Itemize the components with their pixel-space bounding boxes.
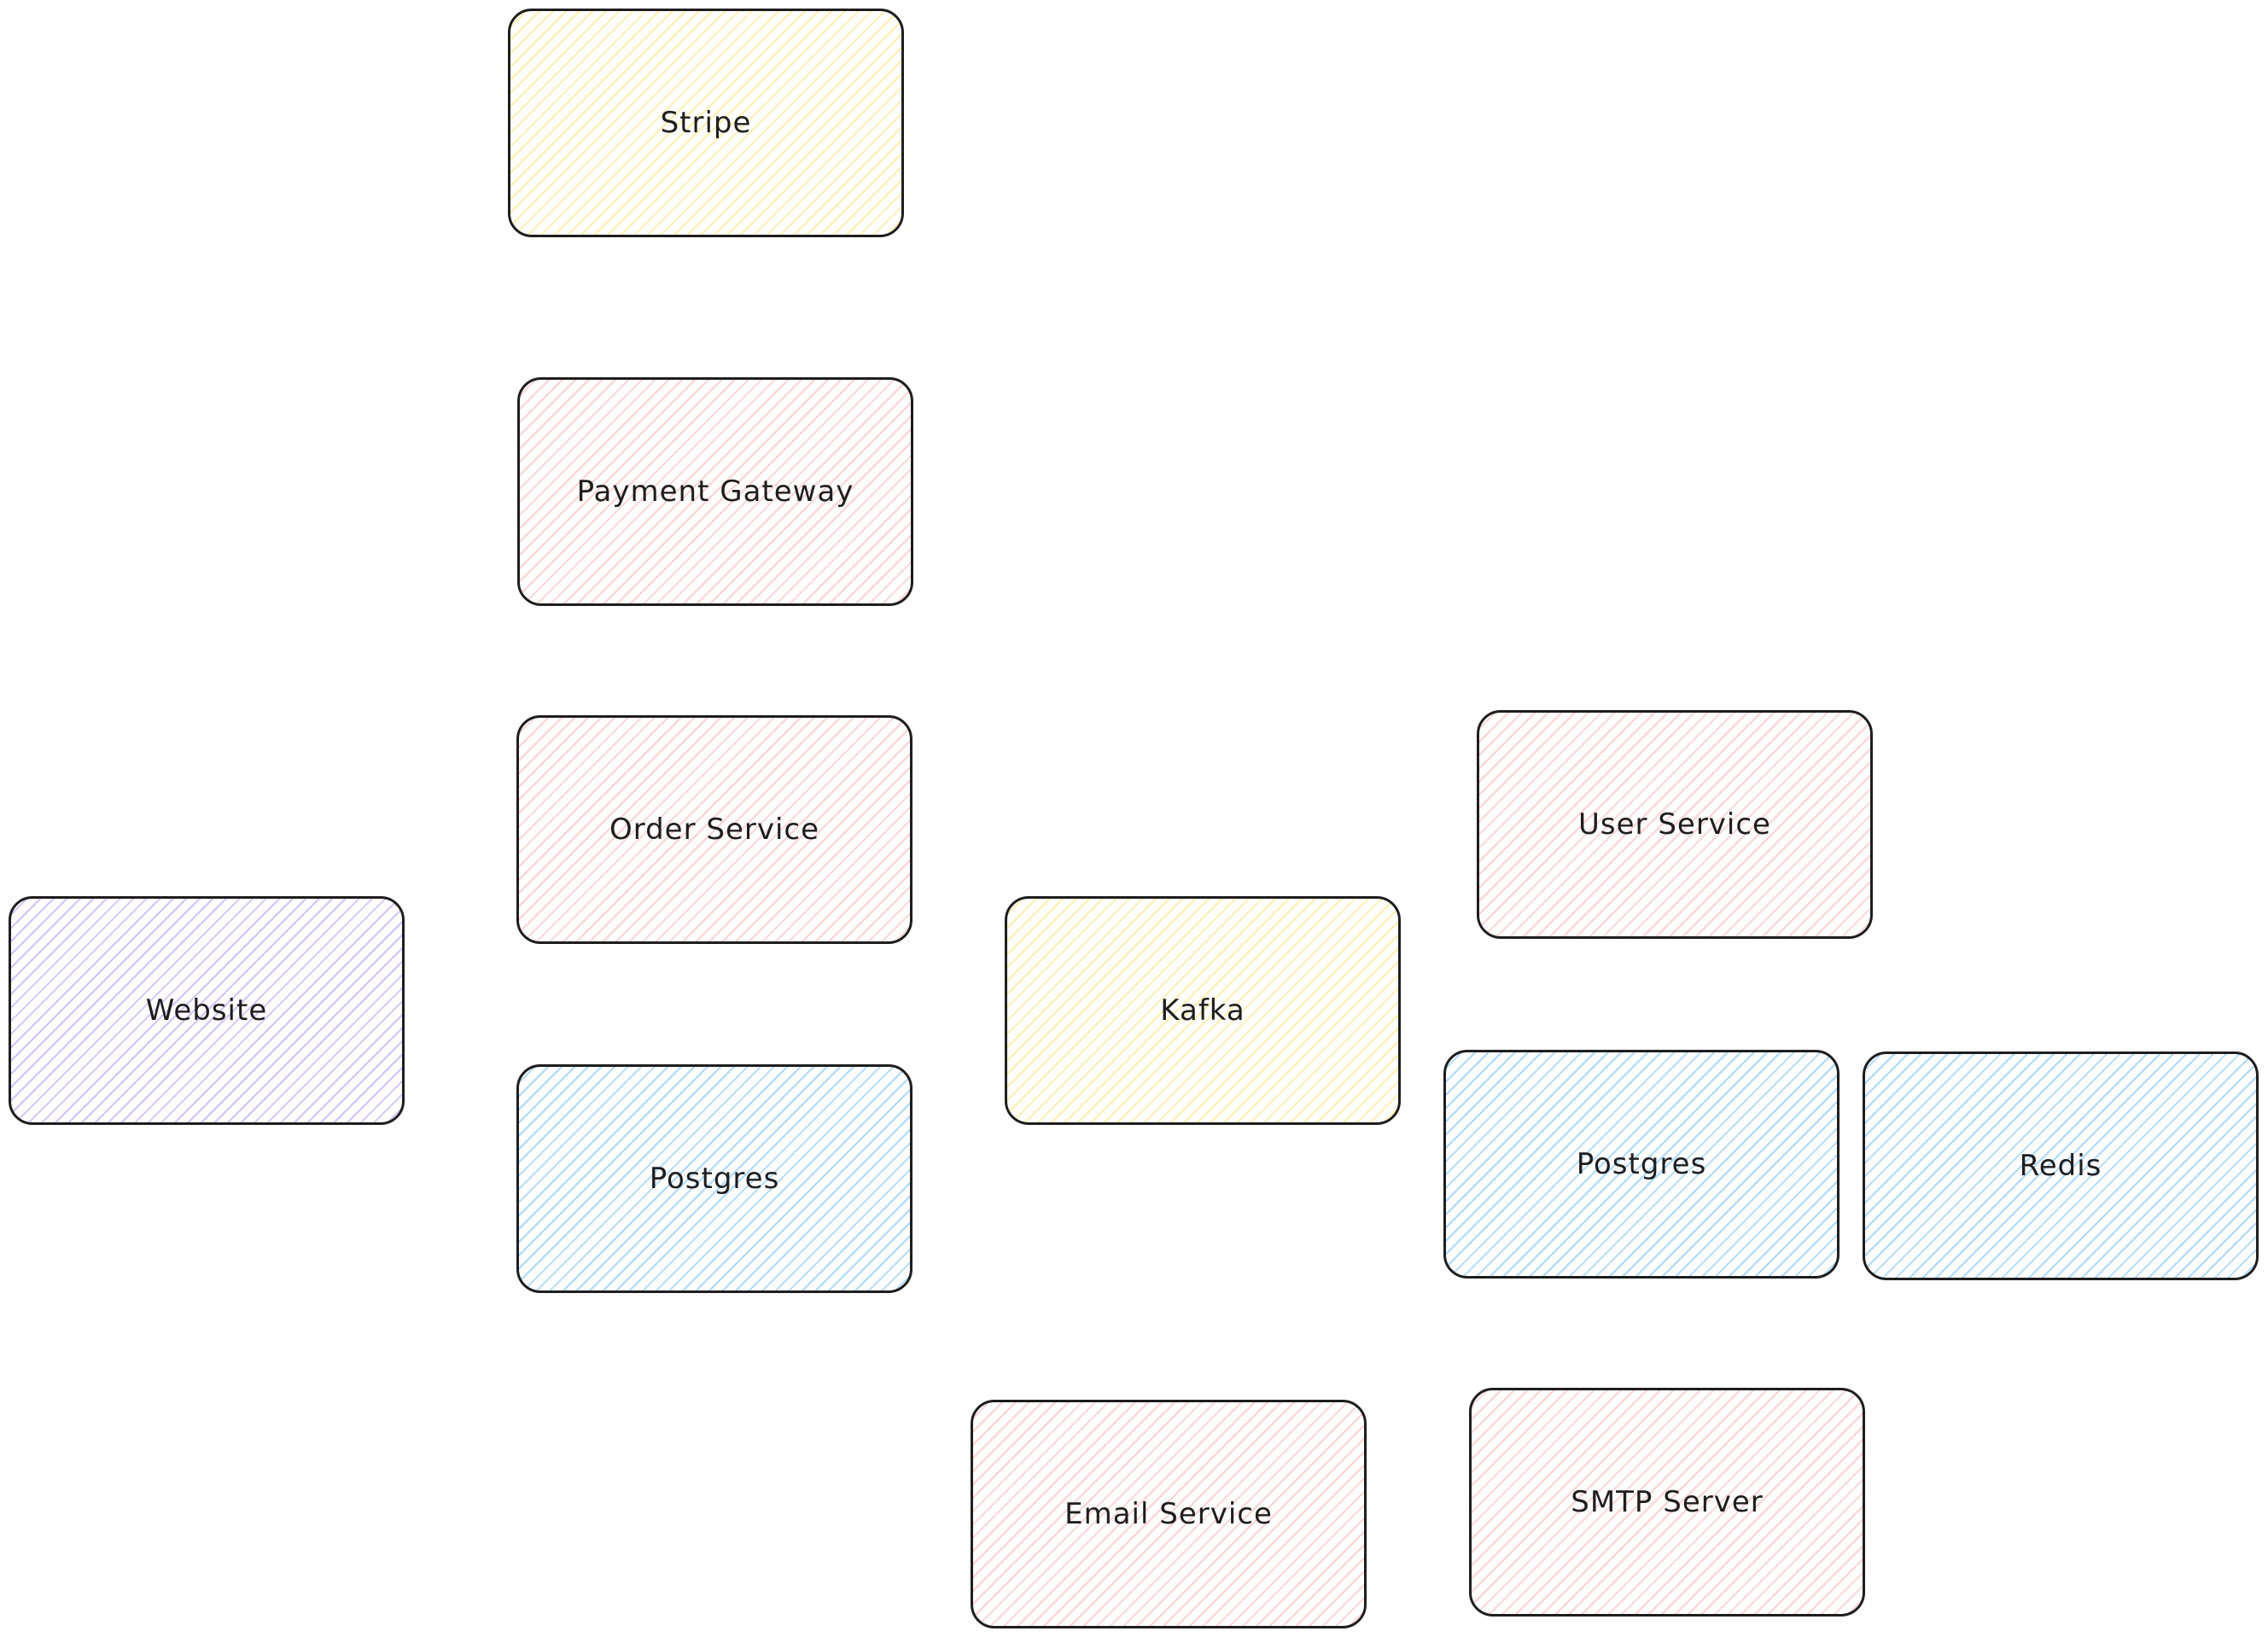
node-website[interactable]: Website [9, 896, 405, 1125]
node-postgres-users[interactable]: Postgres [1443, 1050, 1839, 1279]
node-redis[interactable]: Redis [1863, 1052, 2259, 1280]
node-stripe[interactable]: Stripe [508, 9, 904, 237]
node-label: Order Service [609, 813, 820, 847]
node-user-service[interactable]: User Service [1477, 710, 1873, 939]
node-label: Kafka [1160, 993, 1245, 1028]
node-order-service[interactable]: Order Service [516, 715, 912, 944]
node-label: Postgres [1576, 1147, 1707, 1181]
node-email-service[interactable]: Email Service [971, 1400, 1367, 1628]
node-label: SMTP Server [1571, 1485, 1764, 1519]
node-payment-gateway[interactable]: Payment Gateway [517, 377, 913, 606]
node-postgres-orders[interactable]: Postgres [516, 1064, 912, 1293]
node-label: Email Service [1064, 1497, 1273, 1531]
node-label: Payment Gateway [576, 475, 854, 509]
node-smtp-server[interactable]: SMTP Server [1469, 1388, 1865, 1617]
node-label: User Service [1578, 807, 1771, 842]
node-label: Postgres [649, 1162, 780, 1196]
node-kafka[interactable]: Kafka [1005, 896, 1401, 1125]
node-label: Redis [2019, 1149, 2102, 1183]
node-label: Stripe [660, 106, 752, 140]
node-label: Website [145, 993, 268, 1028]
